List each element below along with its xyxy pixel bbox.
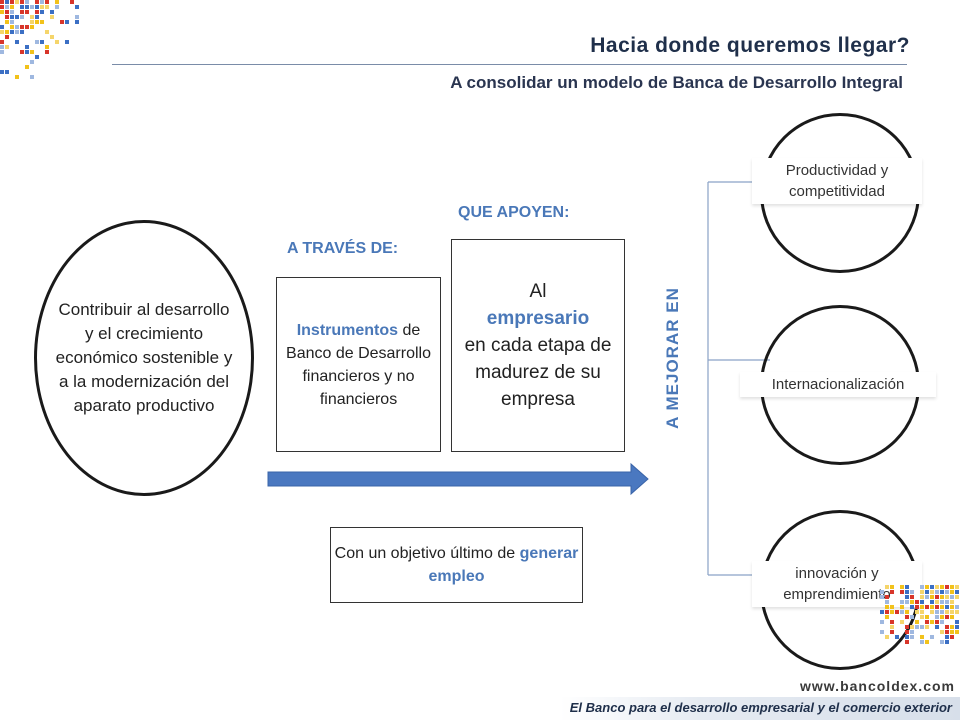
title-divider xyxy=(112,64,907,65)
label-improve-container: A MEJORAR EN xyxy=(648,272,698,444)
outcome-label-innovation: innovación y emprendimiento xyxy=(752,561,922,607)
pixel-mosaic-corner-icon xyxy=(880,585,959,644)
objective-box: Con un objetivo último de generar empleo xyxy=(330,527,583,603)
instruments-text: de Banco de Desarrollo financieros y no … xyxy=(286,321,431,408)
label-improve: A MEJORAR EN xyxy=(663,287,682,429)
outcome-label-internationalization: Internacionalización xyxy=(740,372,936,397)
footer-url: www.bancoldex.com xyxy=(800,678,955,694)
label-support: QUE APOYEN: xyxy=(458,204,570,221)
instruments-highlight: Instrumentos xyxy=(296,321,399,339)
pixel-mosaic-logo-icon xyxy=(0,0,79,79)
page-subtitle: A consolidar un modelo de Banca de Desar… xyxy=(450,73,903,92)
label-through: A TRAVÉS DE: xyxy=(287,240,399,257)
entrepreneur-pre: Al xyxy=(529,281,547,302)
footer-band xyxy=(560,697,960,720)
outcome-label-productivity: Productividad y competitividad xyxy=(752,158,922,204)
objective-pre: Con un objetivo último de xyxy=(334,545,516,562)
flow-arrow-icon xyxy=(267,462,649,496)
page-title: Hacia donde queremos llegar? xyxy=(590,34,910,57)
entrepreneur-box: Al empresario en cada etapa de madurez d… xyxy=(451,239,625,452)
goal-text: Contribuir al desarrollo y el crecimient… xyxy=(55,300,233,415)
entrepreneur-post: en cada etapa de madurez de su empresa xyxy=(464,335,612,410)
objective-highlight: generar empleo xyxy=(428,545,579,585)
goal-ellipse: Contribuir al desarrollo y el crecimient… xyxy=(34,220,254,496)
instruments-box: Instrumentos de Banco de Desarrollo fina… xyxy=(276,277,441,452)
bracket-connector xyxy=(707,181,770,576)
entrepreneur-highlight: empresario xyxy=(486,308,590,329)
footer-tagline: El Banco para el desarrollo empresarial … xyxy=(569,700,952,715)
